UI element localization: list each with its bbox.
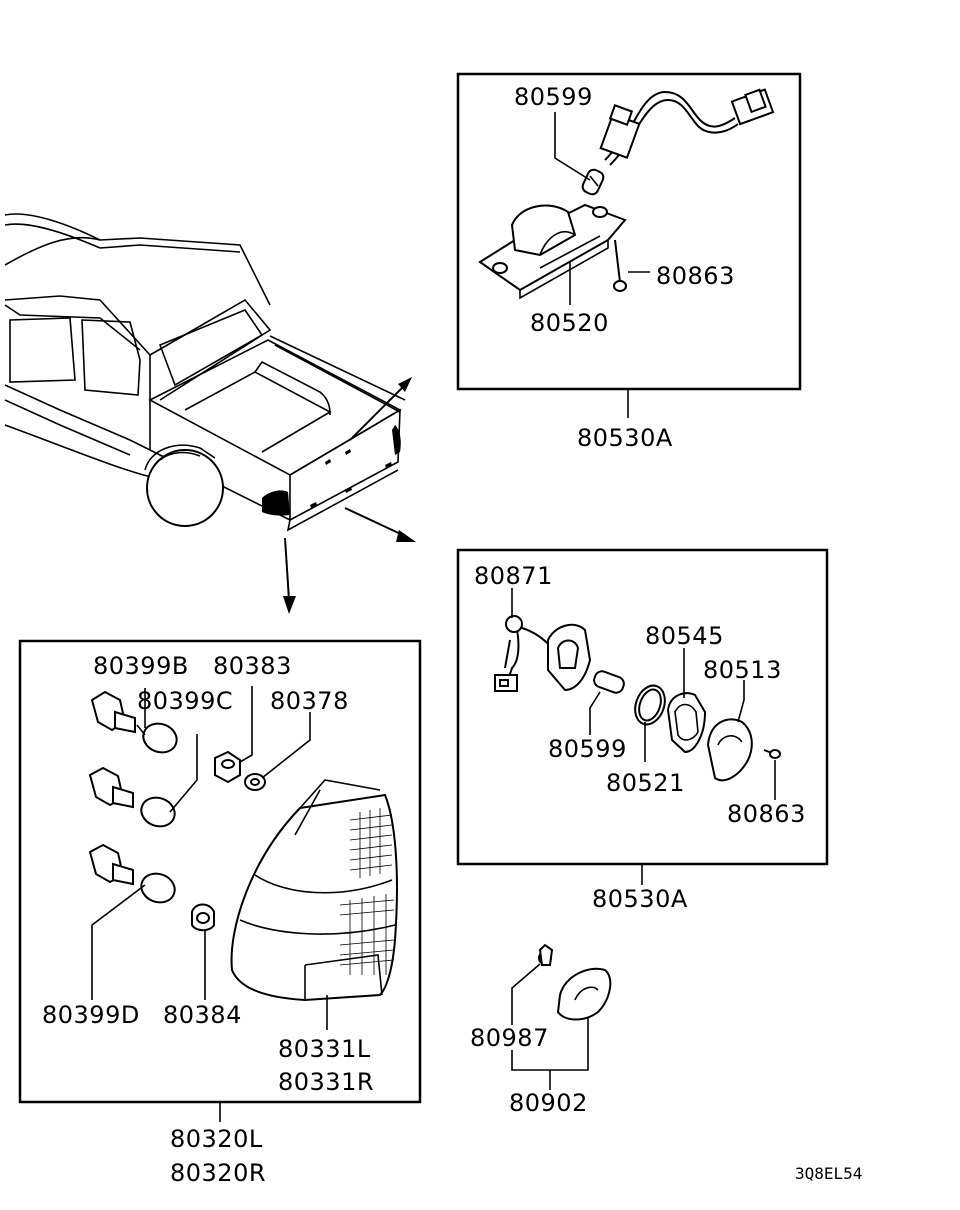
label-80384-grommet: 80384 xyxy=(163,1001,242,1029)
reflex-reflector-parts xyxy=(511,943,612,1090)
label-80521-gasket: 80521 xyxy=(606,769,685,797)
label-80863-screw: 80863 xyxy=(727,800,806,828)
label-80378-washer: 80378 xyxy=(270,687,349,715)
label-80545-gasket: 80545 xyxy=(645,622,724,650)
label-80599-bulb: 80599 xyxy=(548,735,627,763)
label-80320r-combo-lamp: 80320R xyxy=(170,1159,266,1187)
label-80399d-bulb: 80399D xyxy=(42,1001,140,1029)
label-80320l-combo-lamp: 80320L xyxy=(170,1125,263,1153)
license-lamp-assembly-frame xyxy=(456,72,802,391)
label-80871-harness: 80871 xyxy=(474,562,553,590)
label-80599-license-bulb: 80599 xyxy=(514,83,593,111)
license-lamp-parts xyxy=(478,88,775,418)
label-80987-clip: 80987 xyxy=(470,1024,549,1052)
label-80383-nut: 80383 xyxy=(213,652,292,680)
label-80902-reflector: 80902 xyxy=(509,1089,588,1117)
combination-lamp-parts xyxy=(88,686,398,1122)
label-80331r-lens: 80331R xyxy=(278,1068,374,1096)
label-80530a-middle: 80530A xyxy=(592,885,688,913)
diagram-code: 3Q8EL54 xyxy=(795,1164,862,1183)
pickup-truck-illustration xyxy=(4,213,416,614)
label-80399b-bulb: 80399B xyxy=(93,652,189,680)
label-80530a-top: 80530A xyxy=(577,424,673,452)
label-80513-lens: 80513 xyxy=(703,656,782,684)
license-lamp-alt-parts xyxy=(494,588,781,885)
label-80863-license-screw: 80863 xyxy=(656,262,735,290)
label-80399c-bulb: 80399C xyxy=(137,687,233,715)
label-80520-license-lamp: 80520 xyxy=(530,309,609,337)
label-80331l-lens: 80331L xyxy=(278,1035,371,1063)
